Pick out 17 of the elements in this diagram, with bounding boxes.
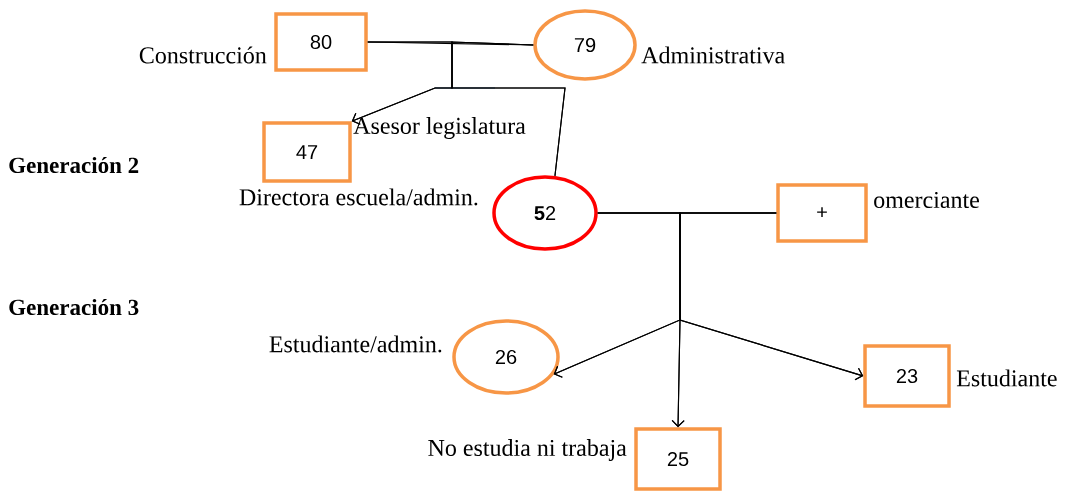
generation-label: Generación 2 xyxy=(9,156,139,174)
connector xyxy=(451,41,566,177)
role-label: Estudiante/admin. xyxy=(269,335,442,353)
generation-label: Generación 3 xyxy=(9,298,139,316)
role-label: No estudia ni trabaja xyxy=(428,439,627,461)
person-box: 23 xyxy=(863,344,951,408)
person-box: 80 xyxy=(274,12,368,72)
person-box: 25 xyxy=(634,427,722,491)
role-label: Directora escuela/admin. xyxy=(239,188,478,206)
role-label: omerciante xyxy=(874,191,979,209)
role-label: Construcción xyxy=(139,46,267,64)
role-label: Estudiante xyxy=(956,369,1057,387)
person-box: + xyxy=(776,183,868,243)
person-box: 47 xyxy=(262,121,352,183)
role-label: Asesor legislatura xyxy=(353,117,526,139)
connector xyxy=(679,212,864,381)
role-label: Administrativa xyxy=(641,46,785,64)
